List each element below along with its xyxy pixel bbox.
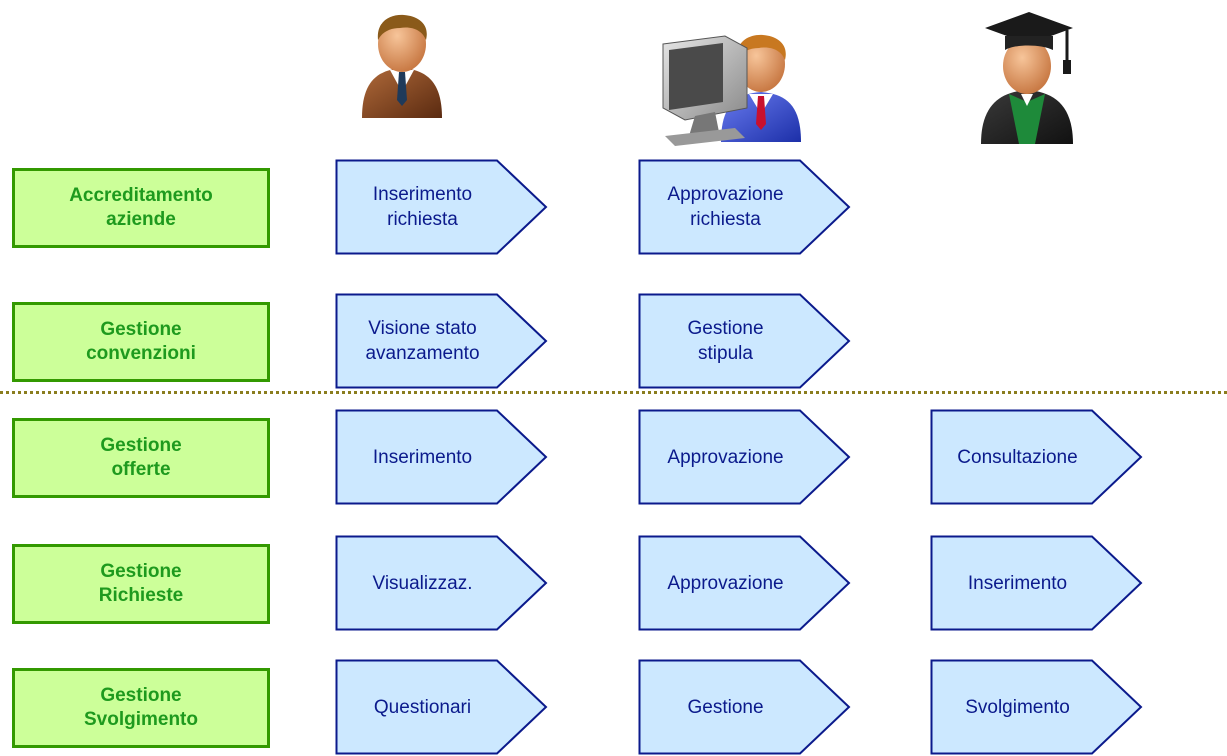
row-label: Accreditamento aziende bbox=[12, 168, 270, 248]
process-step: Inserimento richiesta bbox=[335, 159, 550, 255]
process-step: Gestione bbox=[638, 659, 853, 755]
process-step: Gestione stipula bbox=[638, 293, 853, 389]
step-label: Visione stato avanzamento bbox=[365, 318, 480, 364]
step-label: Gestione bbox=[687, 696, 764, 718]
chevron-shape bbox=[638, 293, 851, 389]
graduate-student-icon bbox=[975, 6, 1085, 151]
step-label: Gestione stipula bbox=[687, 318, 764, 364]
step-label: Approvazione bbox=[667, 446, 784, 468]
chevron-shape bbox=[638, 159, 851, 255]
process-step: Consultazione bbox=[930, 409, 1145, 505]
step-label: Inserimento bbox=[967, 572, 1068, 594]
process-step: Inserimento bbox=[930, 535, 1145, 631]
step-label: Inserimento richiesta bbox=[372, 184, 473, 230]
section-divider bbox=[0, 391, 1227, 394]
process-step: Approvazione bbox=[638, 535, 853, 631]
step-label: Visualizzaz. bbox=[372, 572, 473, 594]
row-label: Gestione convenzioni bbox=[12, 302, 270, 382]
chevron-shape bbox=[335, 293, 548, 389]
chevron-shape bbox=[335, 535, 548, 631]
businessman-icon bbox=[352, 10, 452, 125]
step-label: Approvazione bbox=[667, 572, 784, 594]
step-label: Svolgimento bbox=[965, 696, 1070, 718]
process-step: Questionari bbox=[335, 659, 550, 755]
process-step: Svolgimento bbox=[930, 659, 1145, 755]
step-label: Questionari bbox=[373, 696, 472, 718]
process-step: Approvazione richiesta bbox=[638, 159, 853, 255]
process-step: Approvazione bbox=[638, 409, 853, 505]
step-label: Inserimento bbox=[372, 446, 473, 468]
chevron-shape bbox=[638, 409, 851, 505]
chevron-shape bbox=[335, 159, 548, 255]
chevron-shape bbox=[335, 659, 548, 755]
chevron-shape bbox=[930, 535, 1143, 631]
row-label: Gestione Richieste bbox=[12, 544, 270, 624]
step-label: Consultazione bbox=[957, 446, 1078, 468]
process-step: Visione stato avanzamento bbox=[335, 293, 550, 389]
process-step: Inserimento bbox=[335, 409, 550, 505]
chevron-shape bbox=[335, 409, 548, 505]
chevron-shape bbox=[638, 535, 851, 631]
chevron-shape bbox=[930, 409, 1143, 505]
chevron-shape bbox=[930, 659, 1143, 755]
step-label: Approvazione richiesta bbox=[667, 184, 784, 230]
chevron-shape bbox=[638, 659, 851, 755]
row-label: Gestione Svolgimento bbox=[12, 668, 270, 748]
process-step: Visualizzaz. bbox=[335, 535, 550, 631]
row-label: Gestione offerte bbox=[12, 418, 270, 498]
operator-at-computer-icon bbox=[655, 8, 815, 153]
